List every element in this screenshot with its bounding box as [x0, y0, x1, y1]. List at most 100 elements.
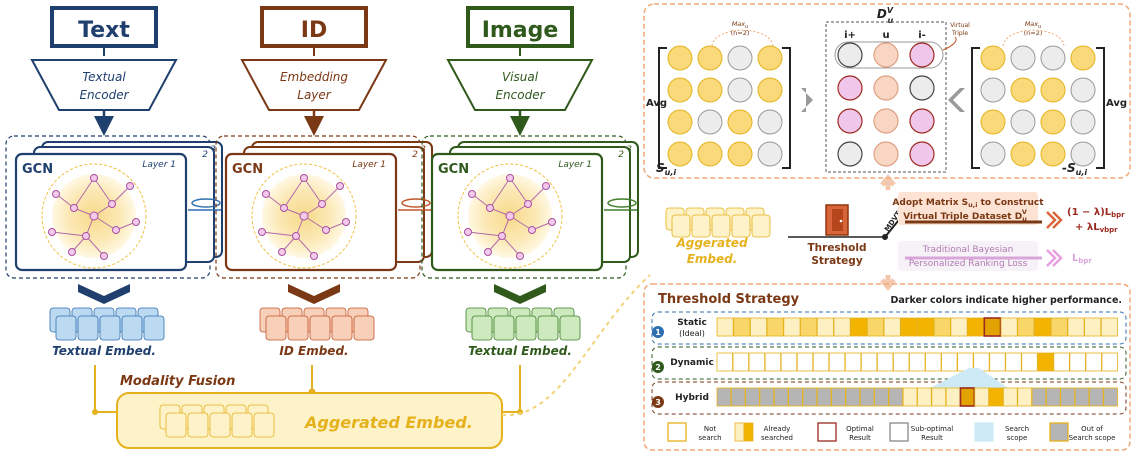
graph-outer-ring — [41, 163, 147, 269]
branch-title: ID — [301, 18, 327, 43]
matrix-cell — [1040, 77, 1066, 103]
threshold-cell — [766, 317, 784, 337]
embed-block — [559, 315, 581, 341]
graph-node — [70, 204, 78, 212]
legend-text-line1: Sub-optimal — [911, 425, 954, 433]
branch-title: Text — [78, 18, 130, 43]
branch-2: IDEmbeddingLayer32GCNLayer 1ID Embed. — [215, 6, 433, 358]
s-label-right: -Su,i — [1062, 161, 1087, 177]
threshold-cell — [1003, 387, 1018, 407]
avg-label-right: Avg — [1106, 98, 1127, 109]
col-label-i-minus: i- — [918, 30, 926, 41]
threshold-cell — [748, 352, 766, 372]
triple-cell — [873, 108, 899, 134]
matrix-cell — [1010, 45, 1036, 71]
matrix-cell — [697, 109, 723, 135]
adopt-arrow-icon — [1046, 211, 1063, 229]
branch-title: Image — [482, 18, 559, 43]
graph-node — [82, 232, 90, 240]
threshold-cell — [759, 387, 775, 407]
threshold-cell — [850, 317, 868, 337]
threshold-row-sublabel: (Ideal) — [679, 329, 705, 338]
matrix-cell — [1070, 109, 1096, 135]
graph-edge — [303, 177, 323, 205]
threshold-row-border — [651, 346, 1127, 380]
graph-node — [112, 226, 120, 234]
graph-node — [464, 228, 472, 236]
search-scope-wedge — [930, 368, 1008, 388]
aggregated-block — [731, 214, 751, 238]
matrix-cell — [667, 141, 693, 167]
embed-block — [287, 315, 309, 341]
threshold-cell — [1017, 317, 1035, 337]
threshold-cell — [1101, 352, 1118, 372]
graph-node — [506, 174, 514, 182]
embed-blocks — [465, 307, 581, 341]
graph-node — [48, 228, 56, 236]
threshold-cell — [909, 352, 926, 372]
encoder-label-line2: Encoder — [495, 88, 545, 102]
graph-node — [280, 204, 288, 212]
threshold-row-number: 2 — [655, 363, 661, 372]
matrix-cell — [697, 141, 723, 167]
threshold-cell — [859, 387, 875, 407]
threshold-cell — [816, 387, 832, 407]
threshold-cell — [844, 352, 862, 372]
aggregated-embed-label: Aggerated Embed. — [303, 413, 473, 432]
virtual-triple-highlight — [834, 41, 944, 69]
threshold-cell — [1000, 317, 1018, 337]
embed-blocks — [49, 307, 165, 341]
graph-node — [484, 248, 492, 256]
legend-swatch — [667, 422, 687, 442]
gcn-layer-number: 2 — [618, 150, 624, 160]
triple-cell — [837, 108, 863, 134]
legend-text-line2: search — [698, 434, 721, 442]
traditional-arrow-icon — [1046, 249, 1063, 267]
max-n-left: (n=2) — [731, 29, 750, 37]
col-label-u: u — [882, 30, 889, 41]
fusion-block — [165, 412, 187, 438]
matrix-cell — [1040, 109, 1066, 135]
threshold-cell — [716, 387, 732, 407]
max-arc-left — [711, 29, 774, 47]
embed-label: ID Embed. — [279, 344, 348, 358]
threshold-cell — [1031, 387, 1047, 407]
threshold-cell — [959, 387, 976, 407]
layer-loop-icon — [401, 198, 431, 208]
threshold-row-badge — [652, 361, 664, 373]
graph-edge — [111, 185, 131, 205]
legend-text-line2: scope — [1007, 434, 1028, 442]
gcn-layer-label: Layer 1 — [558, 160, 592, 170]
legend-text-line1: Search — [1005, 425, 1029, 433]
threshold-cell — [1017, 387, 1032, 407]
aggregated-blocks — [665, 207, 771, 238]
matrix-cell — [727, 109, 753, 135]
matrix-panel-border — [643, 3, 1131, 179]
triple-cell — [837, 75, 863, 101]
graph-node — [89, 211, 99, 221]
gcn-layer-number: 2 — [202, 150, 208, 160]
threshold-cell — [816, 317, 834, 337]
threshold-cell — [988, 387, 1004, 407]
graph-node — [52, 190, 60, 198]
fusion-dot-left — [92, 409, 98, 415]
graph-node — [278, 248, 286, 256]
threshold-cell — [902, 387, 918, 407]
s-label-left: Su,i — [656, 161, 676, 177]
threshold-row-label: Hybrid — [675, 393, 709, 403]
graph-node — [126, 182, 134, 190]
right-bracket-close — [1096, 47, 1105, 169]
threshold-row-border — [651, 381, 1127, 415]
graph-outer-ring — [457, 163, 563, 269]
threshold-row-label: Dynamic — [670, 358, 714, 368]
chevron-down-icon — [494, 284, 546, 304]
aggregated-block — [751, 214, 771, 238]
threshold-cell — [796, 352, 814, 372]
graph-node — [258, 228, 266, 236]
triple-cell — [909, 75, 935, 101]
threshold-row-label: Static — [677, 318, 707, 328]
